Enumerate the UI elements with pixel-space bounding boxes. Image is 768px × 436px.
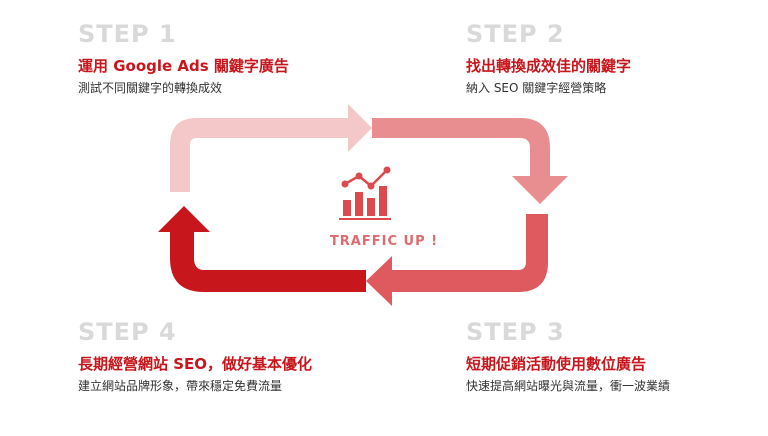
arrow-step1-to-step2 [170,104,372,192]
step-1-title: 運用 Google Ads 關鍵字廣告 [78,57,289,75]
step-2-desc: 納入 SEO 關鍵字經營策略 [466,81,607,95]
step-2: STEP 2 找出轉換成效佳的關鍵字 納入 SEO 關鍵字經營策略 [466,20,766,96]
step-4-title: 長期經營網站 SEO，做好基本優化 [78,355,313,373]
step-3-desc: 快速提高網站曝光與流量，衝一波業績 [466,379,671,393]
step-3: STEP 3 短期促銷活動使用數位廣告 快速提高網站曝光與流量，衝一波業績 [466,318,766,394]
center-caption: TRAFFIC UP ! [329,234,439,249]
arrow-step3-to-step4 [366,214,548,306]
arrow-step2-to-step3 [372,118,568,204]
step-4-label: STEP 4 [78,318,177,346]
step-2-title: 找出轉換成效佳的關鍵字 [466,57,632,75]
step-4: STEP 4 長期經營網站 SEO，做好基本優化 建立網站品牌形象，帶來穩定免費… [78,318,378,394]
step-3-label: STEP 3 [466,318,565,346]
step-1: STEP 1 運用 Google Ads 關鍵字廣告 測試不同關鍵字的轉換成效 [78,20,378,96]
arrow-step4-to-step1 [158,206,366,292]
step-4-desc: 建立網站品牌形象，帶來穩定免費流量 [78,379,283,393]
step-2-label: STEP 2 [466,20,565,48]
step-3-title: 短期促銷活動使用數位廣告 [466,355,647,373]
step-1-desc: 測試不同關鍵字的轉換成效 [78,81,223,95]
chart-trend-up-icon [339,166,391,220]
step-1-label: STEP 1 [78,20,177,48]
